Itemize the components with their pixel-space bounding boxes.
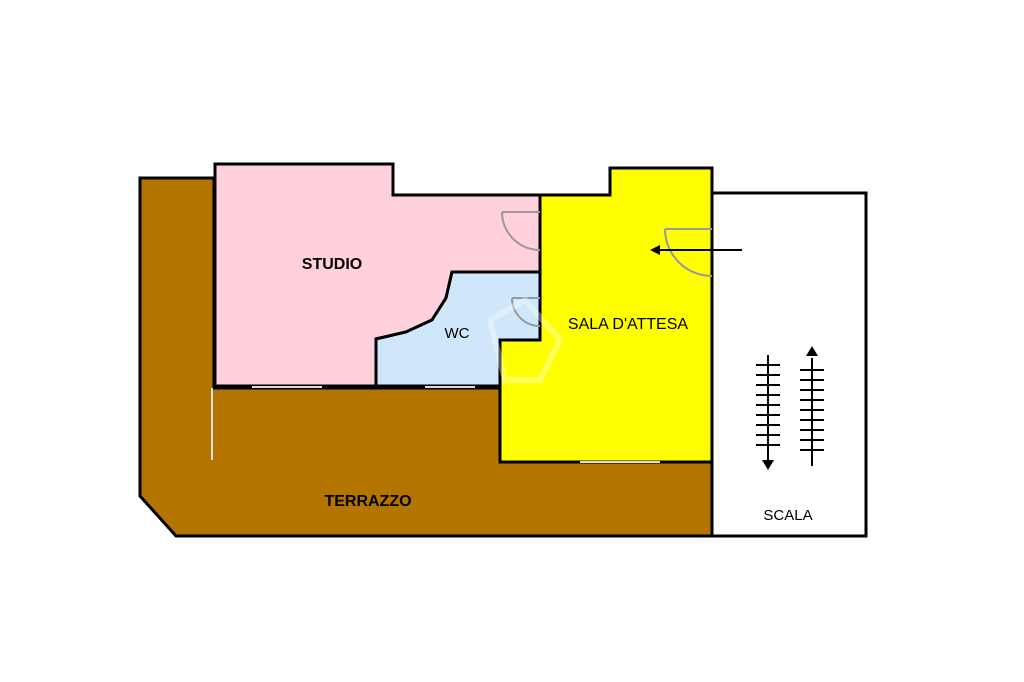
door-studio (501, 211, 541, 251)
wc-label: WC (445, 325, 470, 342)
entrance-arrow-icon (650, 245, 742, 255)
sala-attesa-area (498, 166, 714, 464)
watermark-logo (486, 296, 564, 383)
scala-area (710, 191, 868, 538)
stair-up-icon (800, 346, 824, 466)
door-entrance (664, 228, 713, 277)
studio-label: STUDIO (302, 256, 362, 273)
scala-label: SCALA (763, 507, 812, 524)
stair-down-icon (756, 355, 780, 470)
door-wc (511, 297, 541, 327)
sala-attesa-label: SALA D'ATTESA (568, 316, 688, 333)
terrazzo-label: TERRAZZO (324, 493, 411, 510)
